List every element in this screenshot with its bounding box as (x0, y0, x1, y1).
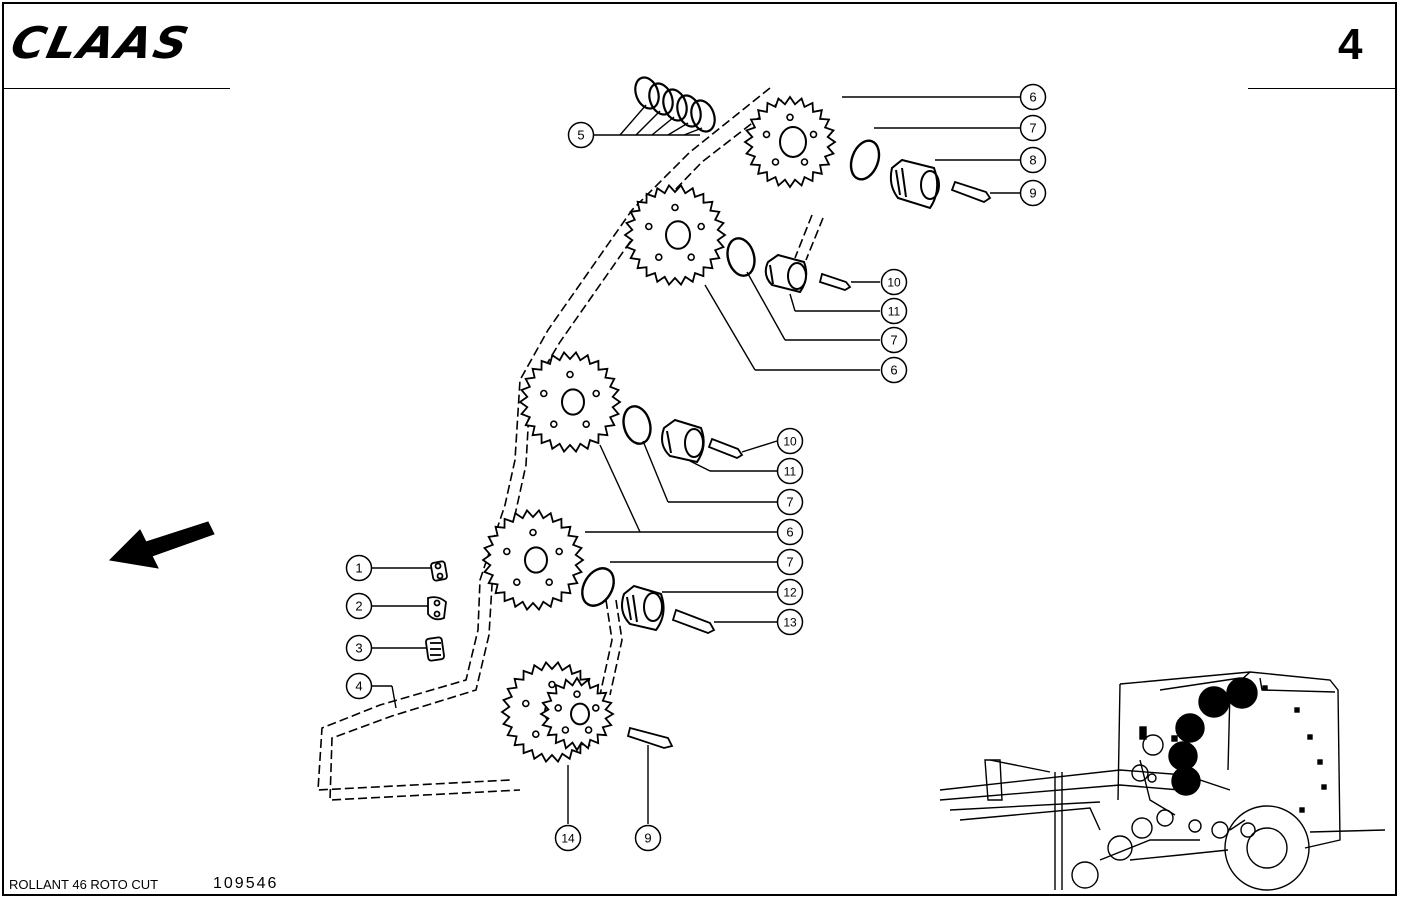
sprocket (623, 183, 727, 287)
sprocket (539, 676, 615, 752)
callout-label: 7 (786, 495, 793, 510)
callout-c5: 5 (567, 121, 595, 149)
callout-c9b: 9 (634, 824, 662, 852)
callout-c10b: 10 (776, 427, 804, 455)
bushing-11a (764, 253, 808, 294)
callout-c6a: 6 (1019, 83, 1047, 111)
direction-arrow-icon (108, 521, 215, 569)
seal-rings (581, 139, 881, 607)
callout-c7b: 7 (880, 326, 908, 354)
callout-c10a: 10 (880, 268, 908, 296)
callout-label: 7 (890, 333, 897, 348)
callout-label: 14 (561, 832, 575, 846)
spacer-rings (634, 76, 716, 133)
sprocket (518, 350, 622, 454)
callout-label: 10 (887, 276, 901, 290)
callout-c14: 14 (554, 824, 582, 852)
callout-label: 11 (784, 465, 797, 479)
baler-machine-illustration (939, 671, 1386, 891)
callout-label: 7 (786, 555, 793, 570)
callout-label: 13 (783, 616, 797, 630)
callout-c2: 2 (345, 592, 373, 620)
callout-c13: 13 (776, 608, 804, 636)
callout-c3: 3 (345, 634, 373, 662)
callout-c6b: 6 (880, 356, 908, 384)
sprocket-group (481, 95, 837, 764)
callout-label: 9 (1029, 186, 1036, 201)
callout-c6c: 6 (776, 518, 804, 546)
sprocket (743, 95, 837, 189)
callout-c7a: 7 (1019, 114, 1047, 142)
keys (626, 180, 992, 749)
page-number: 4 (1338, 20, 1363, 69)
callout-label: 12 (783, 586, 797, 600)
bushing-12 (621, 584, 665, 632)
callout-label: 3 (355, 641, 362, 656)
callout-label: 6 (1029, 90, 1036, 105)
callout-label: 10 (783, 435, 797, 449)
bushing-8 (889, 158, 940, 210)
callout-c11b: 11 (776, 457, 804, 485)
callout-c9a: 9 (1019, 179, 1047, 207)
model-name: ROLLANT 46 ROTO CUT (9, 877, 159, 892)
callout-label: 6 (786, 525, 793, 540)
callout-label: 5 (577, 128, 584, 143)
callout-label: 6 (890, 363, 897, 378)
bushing-11b (661, 418, 705, 464)
header-rule-left (4, 88, 230, 89)
leader-lines (372, 96, 1020, 824)
callout-c11a: 11 (880, 297, 908, 325)
callout-label: 1 (355, 561, 362, 576)
callout-label: 2 (355, 599, 362, 614)
header-rule-right (1248, 88, 1395, 89)
callout-label: 11 (888, 305, 901, 319)
callout-label: 8 (1029, 153, 1036, 168)
callout-c7d: 7 (776, 548, 804, 576)
callout-label: 9 (644, 831, 651, 846)
callout-c4: 4 (345, 672, 373, 700)
drawing-number: 109546 (213, 875, 279, 892)
callout-c8: 8 (1019, 146, 1047, 174)
callout-c12: 12 (776, 578, 804, 606)
callout-label: 4 (355, 679, 362, 694)
chain-links (425, 560, 448, 662)
bushings (621, 158, 940, 632)
sprocket (481, 508, 585, 612)
callout-label: 7 (1029, 121, 1036, 136)
callout-c7c: 7 (776, 488, 804, 516)
callout-c1: 1 (345, 554, 373, 582)
